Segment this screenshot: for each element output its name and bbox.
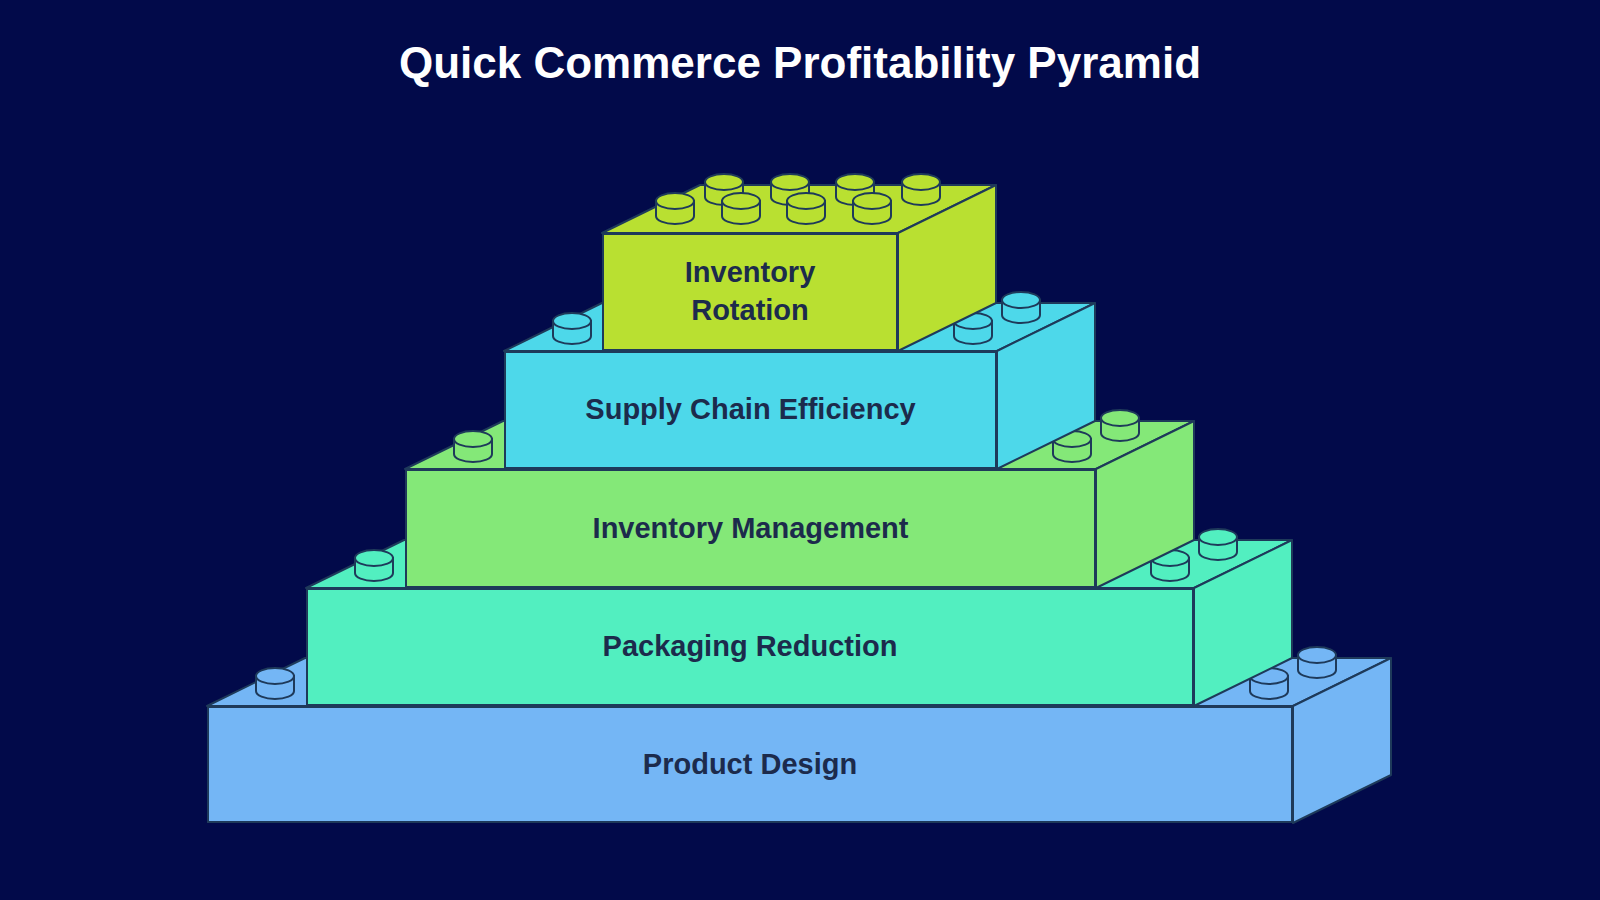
stud-top [902, 174, 940, 190]
brick-label: Product Design [643, 746, 857, 784]
brick-side [1293, 658, 1391, 823]
stud-top [705, 174, 743, 190]
brick-side [1194, 540, 1292, 706]
pyramid-brick: Product Design [207, 706, 1293, 823]
stud-top [454, 431, 492, 447]
brick-label: Inventory Rotation [664, 254, 836, 329]
brick-label: Supply Chain Efficiency [585, 391, 915, 429]
brick-label: Inventory Management [593, 510, 909, 548]
diagram-title: Quick Commerce Profitability Pyramid [0, 38, 1600, 88]
stud-top [853, 193, 891, 209]
stud-top [787, 193, 825, 209]
brick-faces [602, 174, 996, 351]
pyramid-brick: Packaging Reduction [306, 588, 1194, 706]
pyramid-brick: Inventory Management [405, 469, 1096, 588]
stud-top [355, 550, 393, 566]
stud-top [1298, 647, 1336, 663]
stud-top [1199, 529, 1237, 545]
stud-top [553, 313, 591, 329]
brick-side [997, 303, 1095, 469]
stud-top [771, 174, 809, 190]
brick-label: Packaging Reduction [603, 628, 898, 666]
stud-top [722, 193, 760, 209]
stud-top [836, 174, 874, 190]
stud-top [256, 668, 294, 684]
stud-top [656, 193, 694, 209]
stud-top [1002, 292, 1040, 308]
brick-side [898, 185, 996, 351]
pyramid-brick: Inventory Rotation [602, 233, 898, 351]
stud-top [1101, 410, 1139, 426]
brick-side [1096, 421, 1194, 588]
pyramid-brick: Supply Chain Efficiency [504, 351, 997, 469]
